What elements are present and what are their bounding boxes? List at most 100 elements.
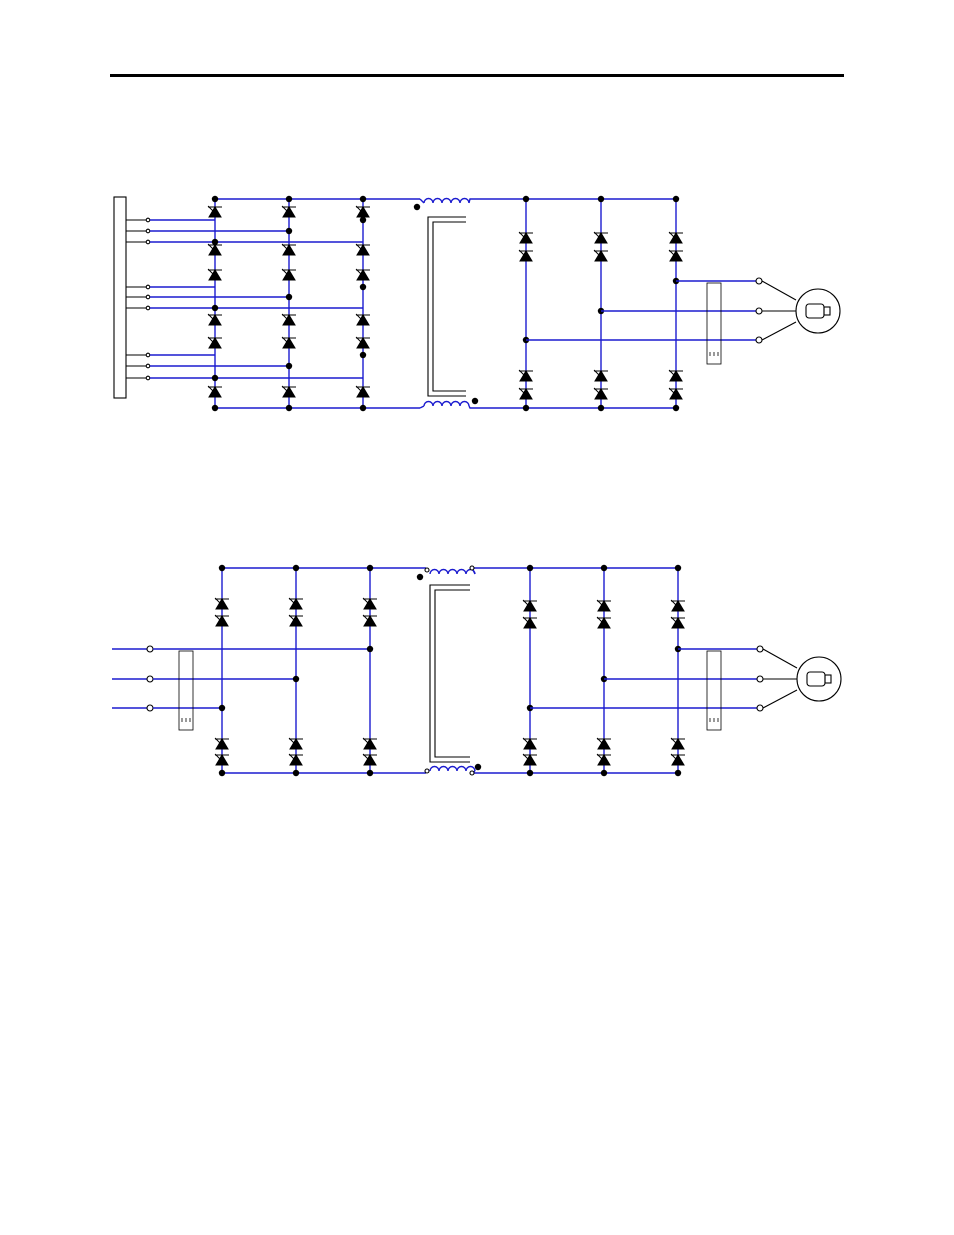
wire — [420, 199, 424, 203]
circuit-diagram-2 — [0, 555, 954, 805]
terminal-icon — [757, 646, 763, 652]
inductor-icon — [424, 402, 469, 407]
motor-icon — [797, 657, 841, 701]
thyristor-icon — [594, 232, 608, 243]
terminal-icon — [757, 705, 763, 711]
junction-dot — [360, 352, 366, 358]
junction-dot — [523, 196, 529, 202]
thyristor-icon — [208, 269, 222, 280]
junction-dot — [414, 204, 420, 210]
thyristor-icon — [215, 615, 229, 626]
junction-dot — [601, 565, 607, 571]
inductor-icon — [430, 570, 475, 575]
thyristor-icon — [363, 598, 377, 609]
thyristor-icon — [519, 388, 533, 399]
junction-dot — [673, 196, 679, 202]
junction-dot — [367, 770, 373, 776]
terminal-icon — [756, 308, 762, 314]
thyristor-icon — [356, 269, 370, 280]
thyristor-icon — [363, 615, 377, 626]
thyristor-icon — [671, 617, 685, 628]
terminal-icon — [146, 295, 150, 299]
terminal-icon — [146, 218, 150, 222]
terminal-icon — [757, 676, 763, 682]
thyristor-icon — [282, 244, 296, 255]
junction-dot — [472, 398, 478, 404]
core-inner — [435, 590, 470, 757]
junction-dot — [367, 565, 373, 571]
source-bar — [114, 197, 126, 398]
thyristor-icon — [594, 388, 608, 399]
thyristor-icon — [671, 600, 685, 611]
inductor-coil — [430, 767, 475, 772]
thyristor-icon — [356, 314, 370, 325]
motor-lead — [762, 281, 796, 300]
thyristor-icon — [523, 600, 537, 611]
thyristor-icon — [669, 232, 683, 243]
inductor-coil — [430, 570, 475, 575]
thyristor-icon — [208, 244, 222, 255]
junction-dot — [598, 196, 604, 202]
motor-shaft — [824, 307, 830, 315]
terminal-icon — [146, 364, 150, 368]
junction-dot — [360, 284, 366, 290]
motor-body — [807, 672, 825, 686]
terminal-icon — [146, 229, 150, 233]
terminal-icon — [756, 337, 762, 343]
terminal-icon — [470, 771, 474, 775]
thyristor-icon — [208, 386, 222, 397]
wire — [472, 771, 678, 773]
thyristor-icon — [523, 617, 537, 628]
thyristor-icon — [289, 738, 303, 749]
junction-dot — [675, 565, 681, 571]
junction-dot — [212, 305, 218, 311]
thyristor-icon — [597, 754, 611, 765]
thyristor-icon — [356, 206, 370, 217]
junction-dot — [417, 574, 423, 580]
junction-dot — [212, 239, 218, 245]
thyristor-icon — [356, 337, 370, 348]
thyristor-icon — [594, 250, 608, 261]
terminal-icon — [147, 646, 153, 652]
motor-lead — [763, 649, 797, 668]
motor-circle — [796, 289, 840, 333]
terminal-icon — [470, 566, 474, 570]
junction-dot — [293, 770, 299, 776]
thyristor-icon — [215, 598, 229, 609]
junction-dot — [212, 196, 218, 202]
core-outer — [428, 217, 466, 396]
junction-dot — [219, 770, 225, 776]
motor-circle — [797, 657, 841, 701]
thyristor-icon — [282, 269, 296, 280]
thyristor-icon — [597, 617, 611, 628]
top-rule — [110, 74, 844, 77]
junction-dot — [219, 705, 225, 711]
thyristor-icon — [356, 244, 370, 255]
motor-lead — [762, 322, 796, 340]
thyristor-icon — [597, 600, 611, 611]
capacitor-icon — [707, 283, 721, 364]
junction-dot — [293, 565, 299, 571]
wire — [472, 568, 678, 574]
thyristor-icon — [215, 738, 229, 749]
thyristor-icon — [519, 370, 533, 381]
thyristor-icon — [669, 388, 683, 399]
core-inner — [433, 222, 466, 391]
motor-icon — [796, 289, 840, 333]
terminal-icon — [147, 705, 153, 711]
terminal-icon — [146, 285, 150, 289]
circuit-diagram-1 — [0, 180, 954, 430]
thyristor-icon — [289, 615, 303, 626]
thyristor-icon — [669, 370, 683, 381]
junction-dot — [360, 196, 366, 202]
junction-dot — [523, 405, 529, 411]
thyristor-icon — [208, 337, 222, 348]
motor-body — [806, 304, 824, 318]
junction-dot — [527, 565, 533, 571]
thyristor-icon — [208, 314, 222, 325]
junction-dot — [598, 405, 604, 411]
terminal-icon — [425, 769, 429, 773]
junction-dot — [367, 646, 373, 652]
junction-dot — [212, 405, 218, 411]
terminal-icon — [756, 278, 762, 284]
